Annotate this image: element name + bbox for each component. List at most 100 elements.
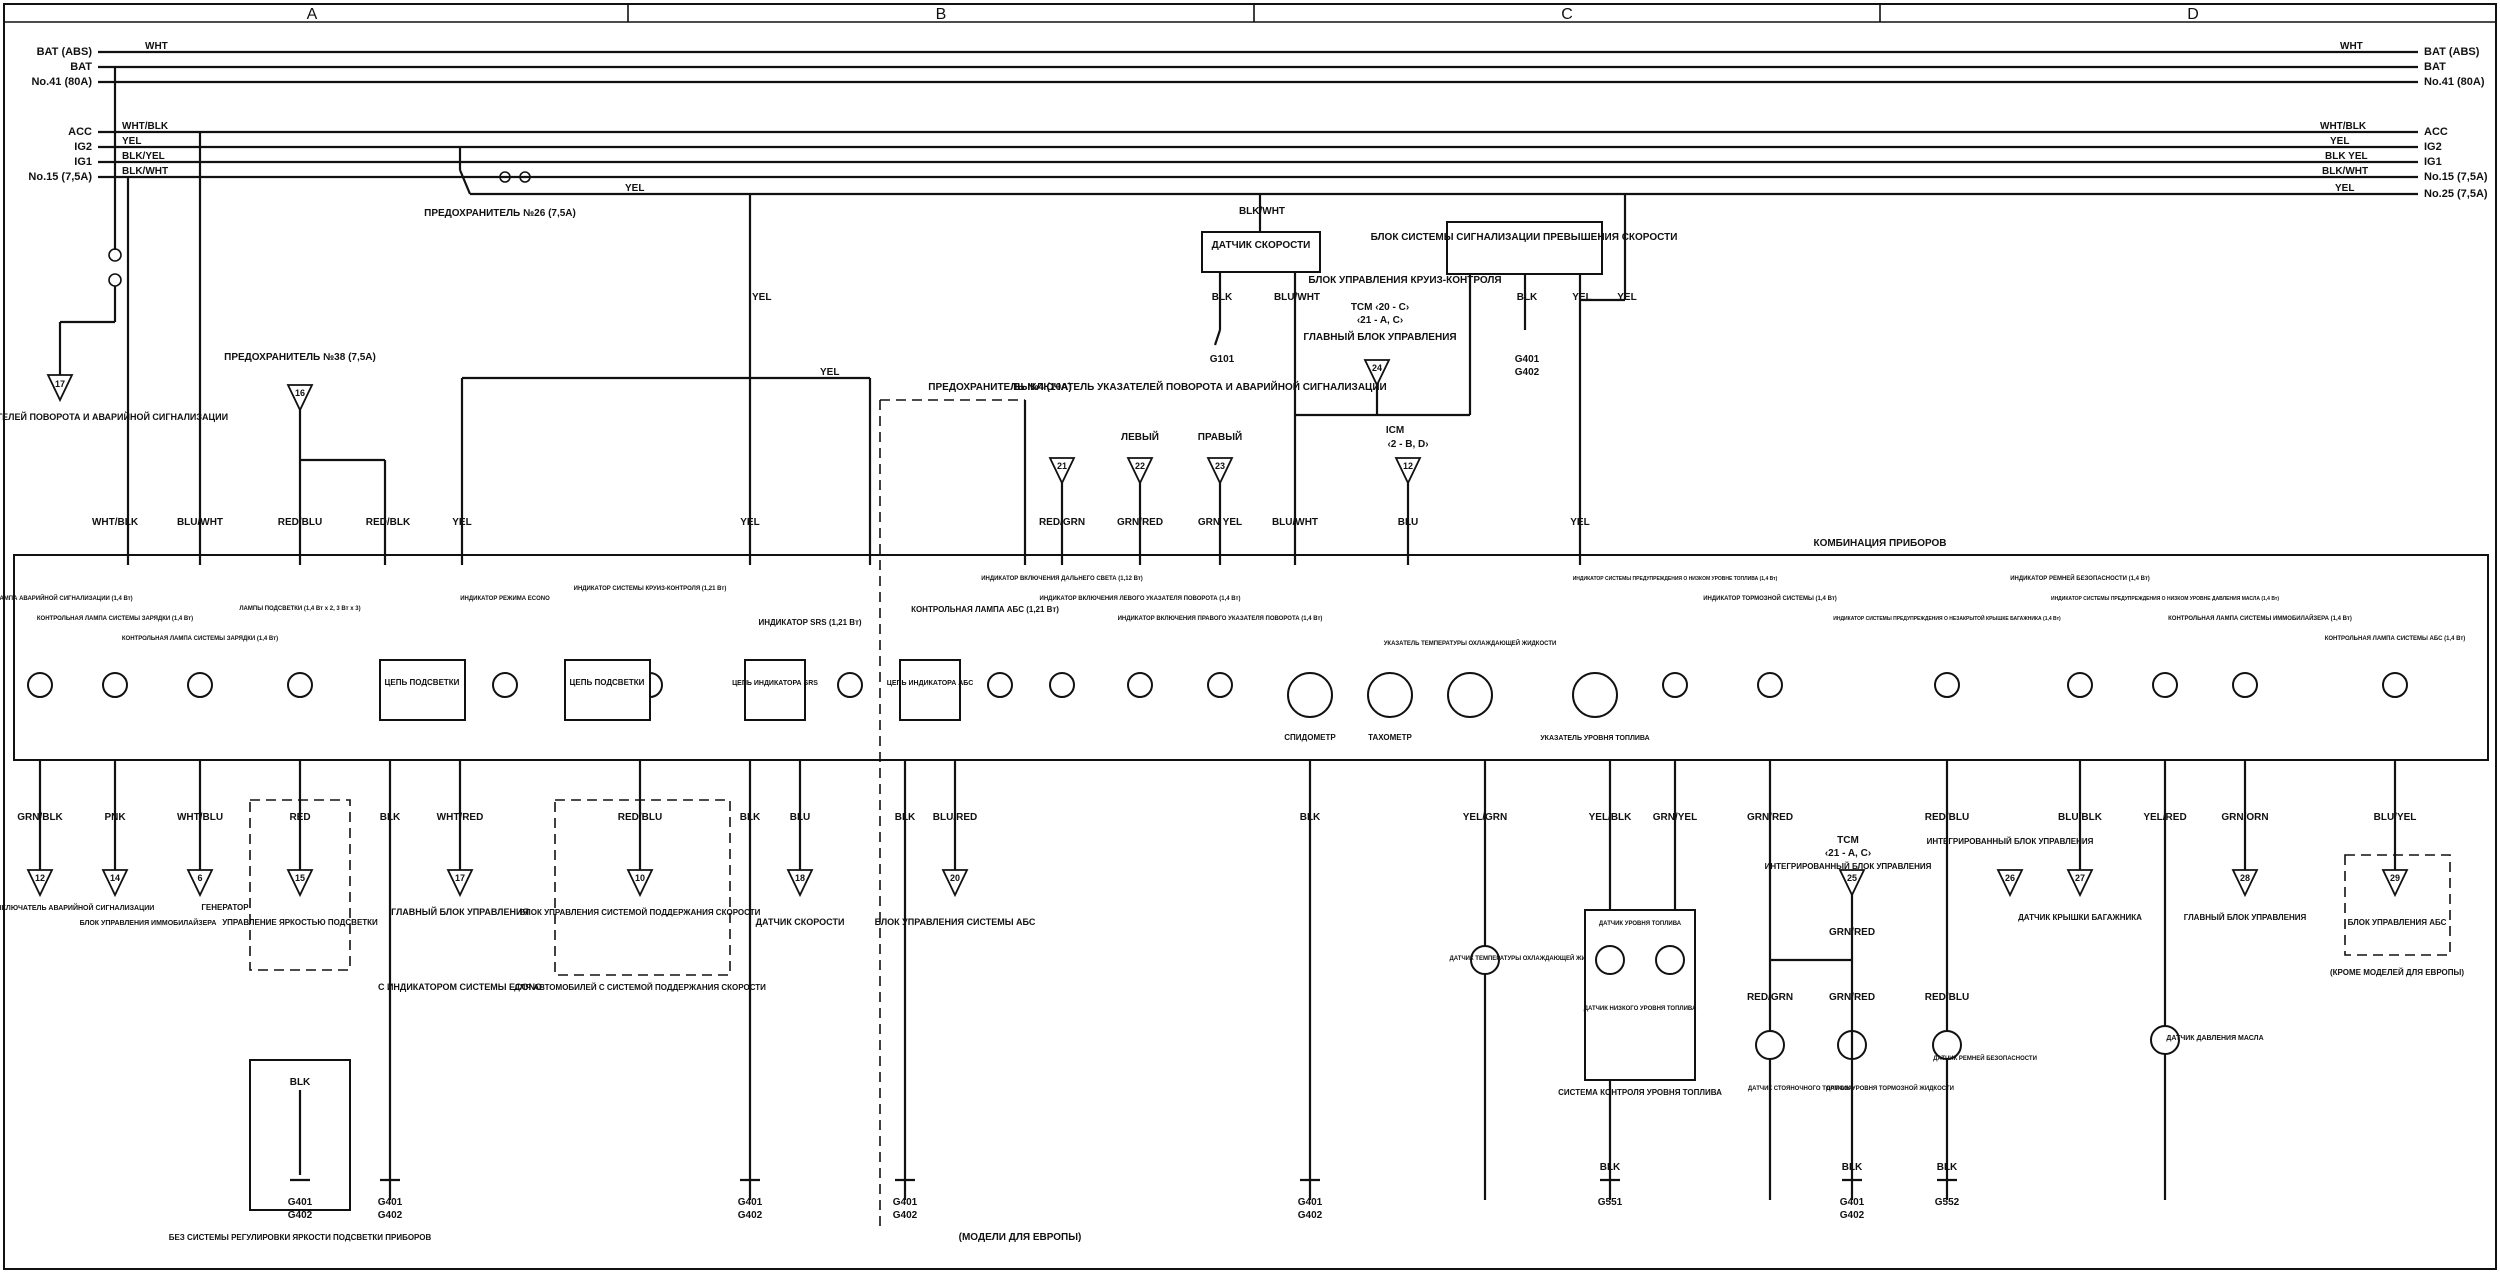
ground-g101: G101: [1210, 354, 1235, 365]
wire-red-grn: RED/GRN: [1747, 992, 1793, 1003]
right-rail-labels: BAT (ABS) BAT No.41 (80A) ACC IG2 IG1 No…: [2320, 41, 2488, 200]
econo-label: С ИНДИКАТОРОМ СИСТЕМЫ ECONO: [378, 982, 542, 992]
main-unit-bottom-label-2: ГЛАВНЫЙ БЛОК УПРАВЛЕНИЯ: [2184, 913, 2307, 922]
svg-text:ИНДИКАТОР ВКЛЮЧЕНИЯ ДАЛЬНЕГО С: ИНДИКАТОР ВКЛЮЧЕНИЯ ДАЛЬНЕГО СВЕТА (1,12…: [981, 576, 1143, 582]
svg-text:G402: G402: [893, 1210, 918, 1221]
svg-text:G552: G552: [1935, 1197, 1960, 1208]
svg-text:RED/BLU: RED/BLU: [1925, 812, 1969, 823]
svg-text:BLU: BLU: [790, 812, 811, 823]
fuse-4-label: ПРЕДОХРАНИТЕЛЬ №4 (10А): [928, 382, 1071, 393]
park-brake-label: ДАТЧИК СТОЯНОЧНОГО ТОРМОЗА: [1748, 1086, 1853, 1092]
svg-text:12: 12: [1403, 461, 1413, 471]
svg-text:BLU: BLU: [1398, 517, 1419, 528]
svg-text:RED/BLU: RED/BLU: [278, 517, 322, 528]
svg-text:24: 24: [1372, 363, 1382, 373]
svg-text:ЛАМПЫ ПОДСВЕТКИ (1,4 Вт x 2, 3: ЛАМПЫ ПОДСВЕТКИ (1,4 Вт x 2, 3 Вт x 3): [239, 606, 360, 612]
wire-color-wht-blk-right: WHT/BLK: [2320, 121, 2367, 132]
svg-text:GRN/ORN: GRN/ORN: [2221, 812, 2268, 823]
integrated-unit-label: ИНТЕГРИРОВАННЫЙ БЛОК УПРАВЛЕНИЯ: [1765, 862, 1932, 871]
wire-color-yel-right: YEL: [2330, 136, 2349, 147]
column-label-b: B: [936, 6, 947, 23]
wire-color-yel-left: YEL: [122, 136, 141, 147]
svg-text:ИНДИКАТОР ТОРМОЗНОЙ СИСТЕМЫ (1: ИНДИКАТОР ТОРМОЗНОЙ СИСТЕМЫ (1,4 Вт): [1703, 594, 1837, 602]
svg-text:ЦЕПЬ ПОДСВЕТКИ: ЦЕПЬ ПОДСВЕТКИ: [385, 678, 460, 687]
top-wire-yel-2: YEL: [752, 292, 771, 303]
cluster-gauges: [1287, 672, 1618, 718]
svg-text:GRN/RED: GRN/RED: [1117, 517, 1163, 528]
svg-text:ИНДИКАТОР СИСТЕМЫ ПРЕДУПРЕЖДЕН: ИНДИКАТОР СИСТЕМЫ ПРЕДУПРЕЖДЕНИЯ О НЕЗАК…: [1833, 614, 2061, 622]
svg-text:15: 15: [295, 873, 305, 883]
cluster-title: КОМБИНАЦИЯ ПРИБОРОВ: [1813, 538, 1946, 549]
svg-text:G401: G401: [738, 1197, 763, 1208]
oil-pressure-label: ДАТЧИК ДАВЛЕНИЯ МАСЛА: [2166, 1035, 2263, 1042]
cruise-unit-label: БЛОК УПРАВЛЕНИЯ КРУИЗ-КОНТРОЛЯ: [1308, 275, 1501, 286]
lower-block-labels: ВЫКЛЮЧАТЕЛЬ АВАРИЙНОЙ СИГНАЛИЗАЦИИ БЛОК …: [0, 799, 2464, 1200]
svg-text:YEL: YEL: [452, 517, 471, 528]
rail-bat-abs-left: BAT (ABS): [37, 46, 93, 58]
overspeed-unit-label: БЛОК СИСТЕМЫ СИГНАЛИЗАЦИИ ПРЕВЫШЕНИЯ СКО…: [1371, 232, 1678, 243]
upper-wire-labels: WHT/BLK BLU/WHT RED/BLU RED/BLK YEL YEL …: [92, 517, 1590, 528]
rail-acc-right: ACC: [2424, 126, 2448, 138]
wire-color-wht-blk-left: WHT/BLK: [122, 121, 169, 132]
svg-text:G402: G402: [288, 1210, 313, 1221]
svg-text:6: 6: [197, 873, 202, 883]
svg-text:G402: G402: [738, 1210, 763, 1221]
svg-text:BLU/WHT: BLU/WHT: [1272, 517, 1318, 528]
abs-unit-bottom-label: БЛОК УПРАВЛЕНИЯ СИСТЕМЫ АБС: [875, 917, 1036, 927]
wire-color-blk-yel-left: BLK/YEL: [122, 151, 165, 162]
svg-text:КОНТРОЛЬНАЯ ЛАМПА СИСТЕМЫ ИММО: КОНТРОЛЬНАЯ ЛАМПА СИСТЕМЫ ИММОБИЛАЙЗЕРА …: [2168, 614, 2352, 622]
svg-text:GRN/RED: GRN/RED: [1747, 812, 1793, 823]
wire-blk-brake: BLK: [1842, 1162, 1863, 1173]
brightness-control-label: УПРАВЛЕНИЕ ЯРКОСТЬЮ ПОДСВЕТКИ: [222, 918, 378, 927]
fuel-system-box: [1584, 909, 1696, 1081]
generator-label: ГЕНЕРАТОР: [201, 903, 249, 912]
wire-red-blu: RED/BLU: [1925, 992, 1969, 1003]
europe-models-label: (МОДЕЛИ ДЛЯ ЕВРОПЫ): [959, 1232, 1082, 1243]
left-rail-labels: BAT (ABS) BAT No.41 (80A) ACC IG2 IG1 No…: [28, 41, 168, 183]
main-unit-top-label: ГЛАВНЫЙ БЛОК УПРАВЛЕНИЯ: [1303, 330, 1456, 343]
rail-acc-left: ACC: [68, 126, 92, 138]
rail-no25-right: No.25 (7,5A): [2424, 188, 2488, 200]
connector-17a: [46, 374, 74, 403]
svg-text:ИНДИКАТОР ВКЛЮЧЕНИЯ ПРАВОГО УК: ИНДИКАТОР ВКЛЮЧЕНИЯ ПРАВОГО УКАЗАТЕЛЯ ПО…: [1118, 616, 1323, 622]
wire-color-blk-wht-left: BLK/WHT: [122, 166, 168, 177]
turn-switch-label: ВЫКЛЮЧАТЕЛЬ УКАЗАТЕЛЕЙ ПОВОРОТА И АВАРИЙ…: [1013, 380, 1386, 393]
top-branches: 17 ВЫКЛЮЧАТЕЛЬ УКАЗАТЕЛЕЙ ПОВОРОТА И АВА…: [0, 67, 1677, 1230]
speed-sensor-label: ДАТЧИК СКОРОСТИ: [1212, 240, 1311, 251]
main-unit-bottom-label: ГЛАВНЫЙ БЛОК УПРАВЛЕНИЯ: [391, 906, 529, 917]
ground-g402-top: G402: [1515, 367, 1540, 378]
fuel-level-sensor-label: ДАТЧИК УРОВНЯ ТОПЛИВА: [1599, 921, 1682, 927]
svg-text:ЦЕПЬ ПОДСВЕТКИ: ЦЕПЬ ПОДСВЕТКИ: [570, 678, 645, 687]
svg-text:G402: G402: [1840, 1210, 1865, 1221]
srs-circuit-box: [744, 659, 806, 721]
hazard-sw-bottom-label: ВЫКЛЮЧАТЕЛЬ АВАРИЙНОЙ СИГНАЛИЗАЦИИ: [0, 903, 154, 912]
connector-21: [1048, 457, 1076, 486]
svg-text:G401: G401: [1298, 1197, 1323, 1208]
svg-text:УКАЗАТЕЛЬ УРОВНЯ ТОПЛИВА: УКАЗАТЕЛЬ УРОВНЯ ТОПЛИВА: [1540, 735, 1649, 742]
rail-ig2-left: IG2: [74, 141, 92, 153]
svg-text:YEL: YEL: [1570, 517, 1589, 528]
icm-label: ICM: [1386, 425, 1404, 436]
svg-text:G401: G401: [893, 1197, 918, 1208]
brightness-dashed-box: [249, 799, 351, 971]
svg-text:GRN YEL: GRN YEL: [1198, 517, 1242, 528]
wire-grn-red-2: GRN/RED: [1829, 927, 1875, 938]
abs-unit-bottom-label-2: БЛОК УПРАВЛЕНИЯ АБС: [2348, 918, 2447, 927]
no-brightness-label: БЕЗ СИСТЕМЫ РЕГУЛИРОВКИ ЯРКОСТИ ПОДСВЕТК…: [169, 1233, 432, 1242]
tcm-21a-label: ‹21 - A, C›: [1357, 315, 1403, 326]
connector-22: [1126, 457, 1154, 486]
wire-color-wht-left: WHT: [145, 41, 168, 52]
trunk-sensor-label: ДАТЧИК КРЫШКИ БАГАЖНИКА: [2018, 913, 2142, 922]
svg-text:G402: G402: [378, 1210, 403, 1221]
integrated-unit-label-2: ИНТЕГРИРОВАННЫЙ БЛОК УПРАВЛЕНИЯ: [1927, 837, 2094, 846]
tcm-20c-label: TCM ‹20 - C›: [1351, 302, 1409, 313]
svg-text:YEL/RED: YEL/RED: [2143, 812, 2186, 823]
rail-ig1-right: IG1: [2424, 156, 2442, 168]
abs-circuit-box: [899, 659, 961, 721]
svg-text:YEL/BLK: YEL/BLK: [1589, 812, 1633, 823]
svg-text:BLU/YEL: BLU/YEL: [2374, 812, 2417, 823]
